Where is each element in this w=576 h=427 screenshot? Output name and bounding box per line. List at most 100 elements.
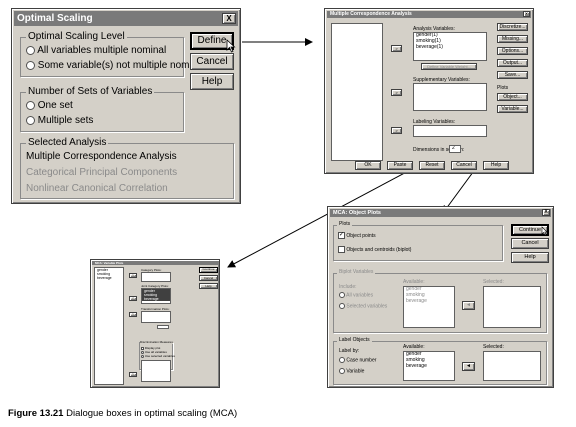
move-left-biplot-button[interactable]: ◄ <box>462 301 475 310</box>
list-item[interactable]: beverage <box>406 362 427 369</box>
radio-variable[interactable]: Variable <box>339 368 364 374</box>
label-available-list[interactable]: gender smoking beverage <box>403 351 455 381</box>
list-item[interactable]: gender <box>142 289 170 294</box>
move-right-supplementary-button[interactable]: > <box>391 89 402 96</box>
biplot-group-label: Biplot Variables <box>337 269 376 275</box>
object-plot-button[interactable]: Object... <box>497 93 528 101</box>
continue-button[interactable]: Continue <box>199 267 218 273</box>
list-item[interactable]: beverage(1) <box>416 43 443 50</box>
variable-plots-source-list[interactable]: gender smoking beverage <box>94 267 124 385</box>
radio-empty-icon <box>339 303 345 309</box>
include-label: Include: <box>339 284 357 290</box>
discretize-button[interactable]: Discretize... <box>497 23 528 31</box>
mouse-pointer-icon <box>541 226 548 236</box>
labeling-label: Labeling Variables: <box>413 119 456 125</box>
list-item[interactable]: gender <box>97 268 108 272</box>
variable-plot-button[interactable]: Variable... <box>497 105 528 113</box>
radio-selected-icon <box>339 368 345 374</box>
transformation-dims-input[interactable] <box>157 325 169 329</box>
transformation-plots-list[interactable] <box>141 311 171 323</box>
radio-include-all[interactable]: All variables <box>339 292 373 298</box>
reset-button[interactable]: Reset <box>419 161 445 170</box>
list-item[interactable]: smoking <box>406 356 425 363</box>
continue-button[interactable]: Continue <box>511 224 549 236</box>
radio-not-multiple-nominal[interactable]: Some variable(s) not multiple nominal <box>26 60 205 71</box>
plots-group-label: Plots <box>337 221 353 227</box>
analysis-variables-list[interactable]: gender(1) smoking(1) beverage(1) <box>413 32 487 61</box>
close-icon[interactable]: X <box>542 209 550 216</box>
list-item[interactable]: gender <box>406 286 422 292</box>
supplementary-label: Supplementary Variables: <box>413 77 470 83</box>
biplot-group <box>333 273 547 333</box>
list-item[interactable]: smoking <box>406 291 425 298</box>
optimal-scaling-titlebar: Optimal Scaling <box>14 11 238 26</box>
label-selected-label: Selected: <box>483 344 504 350</box>
object-plots-dialog: MCA: Object Plots X Plots ✓ Object point… <box>327 206 554 388</box>
optimal-scaling-dialog: Optimal Scaling X Optimal Scaling Level … <box>11 8 241 204</box>
discrimination-list[interactable] <box>141 360 171 382</box>
cancel-button[interactable]: Cancel <box>190 53 234 70</box>
radio-all-multiple-nominal[interactable]: All variables multiple nominal <box>26 45 166 56</box>
move-right-discrim-button[interactable]: > <box>129 372 137 377</box>
move-left-label-button[interactable]: ◄ <box>462 362 475 371</box>
radio-selected-icon <box>26 100 35 110</box>
list-item[interactable]: beverage <box>406 297 427 304</box>
label-selected-list[interactable] <box>483 351 541 381</box>
supplementary-list[interactable] <box>413 83 487 111</box>
save-button[interactable]: Save... <box>497 71 528 79</box>
list-item[interactable]: gender <box>406 351 422 357</box>
radio-use-selected[interactable]: Use selected variables <box>141 354 175 358</box>
define-weight-button[interactable]: Define Variable Weight... <box>421 63 477 70</box>
list-item[interactable]: beverage <box>97 276 112 281</box>
analysis-mca: Multiple Correspondence Analysis <box>26 151 177 162</box>
discrimination-label: Discrimination Measures <box>140 340 173 344</box>
output-button[interactable]: Output... <box>497 59 528 67</box>
label-objects-group <box>333 341 547 385</box>
analysis-nlcc: Nonlinear Canonical Correlation <box>26 183 168 194</box>
help-button[interactable]: Help <box>190 73 234 90</box>
close-icon[interactable]: X <box>523 11 530 17</box>
labeling-list[interactable] <box>413 125 487 137</box>
radio-selected-icon <box>339 292 345 298</box>
cancel-button[interactable]: Cancel <box>451 161 477 170</box>
help-button[interactable]: Help <box>199 283 218 289</box>
list-item[interactable]: beverage <box>142 297 170 302</box>
define-button[interactable]: Define <box>190 32 234 50</box>
mca-title: Multiple Correspondence Analysis <box>330 11 412 17</box>
objects-centroids-checkbox[interactable]: Objects and centroids (biplot) <box>338 246 411 253</box>
object-points-checkbox[interactable]: ✓ Object points <box>338 232 376 239</box>
move-right-transform-button[interactable]: > <box>129 312 137 317</box>
biplot-selected-list[interactable] <box>483 286 541 328</box>
biplot-available-list[interactable]: gender smoking beverage <box>403 286 455 328</box>
list-item[interactable]: gender(1) <box>416 32 438 38</box>
joint-plots-list[interactable]: gender smoking beverage <box>141 288 171 304</box>
paste-button[interactable]: Paste <box>387 161 413 170</box>
variable-plots-dialog: MCA: Variable Plots gender smoking bever… <box>90 259 220 388</box>
cancel-button[interactable]: Cancel <box>199 275 218 281</box>
missing-button[interactable]: Missing... <box>497 35 528 43</box>
options-button[interactable]: Options... <box>497 47 528 55</box>
move-right-labeling-button[interactable]: > <box>391 127 402 134</box>
radio-one-set[interactable]: One set <box>26 100 73 111</box>
close-icon[interactable]: X <box>222 13 236 24</box>
ok-button[interactable]: OK <box>355 161 381 170</box>
move-right-category-button[interactable]: > <box>129 273 137 278</box>
plots-group <box>333 225 503 261</box>
category-plots-list[interactable] <box>141 272 171 282</box>
radio-include-selected[interactable]: Selected variables <box>339 303 387 309</box>
list-item[interactable]: smoking(1) <box>416 37 441 44</box>
move-left-joint-button[interactable]: < <box>129 296 137 301</box>
list-item[interactable]: smoking <box>97 272 111 277</box>
help-button[interactable]: Help <box>511 252 549 263</box>
cancel-button[interactable]: Cancel <box>511 238 549 249</box>
mca-source-list[interactable] <box>331 23 383 161</box>
sets-label: Number of Sets of Variables <box>26 86 155 97</box>
move-right-analysis-button[interactable]: > <box>391 45 402 52</box>
list-item[interactable]: smoking <box>142 293 170 298</box>
radio-case-number[interactable]: Case number <box>339 357 376 363</box>
radio-multiple-sets[interactable]: Multiple sets <box>26 115 93 126</box>
display-plot-checkbox[interactable]: Display plot <box>141 346 160 350</box>
radio-use-all[interactable]: Use all variables <box>141 350 167 354</box>
help-button[interactable]: Help <box>483 161 509 170</box>
dimensions-input[interactable]: 2 <box>449 145 461 153</box>
